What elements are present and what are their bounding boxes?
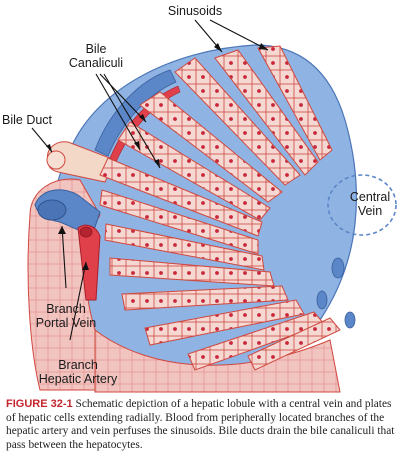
plate-9 [109, 257, 275, 287]
label-branch-hepatic-artery: Branch Hepatic Artery [24, 358, 132, 386]
plate-13 [247, 317, 341, 371]
label-bile-canaliculi-line1: Bile [85, 42, 107, 56]
label-central-vein: Central Vein [344, 190, 396, 218]
plate-2 [214, 49, 319, 176]
plate-1 [174, 57, 301, 186]
central-vein-outline [327, 174, 397, 236]
hepatic-artery [77, 224, 101, 301]
plate-4 [139, 91, 283, 203]
label-branch-hepatic-artery-line1: Branch [58, 358, 98, 372]
leader-hepatic-artery [69, 261, 87, 341]
figure-number: FIGURE 32-1 [6, 398, 73, 410]
label-branch-portal-vein-line2: Portal Vein [35, 316, 97, 330]
leader-canaliculi-a [99, 73, 147, 123]
leader-canaliculi-b [103, 73, 161, 169]
label-branch-hepatic-artery-line2: Hepatic Artery [38, 372, 118, 386]
hepatic-artery-lumen [79, 226, 93, 238]
figure-caption: FIGURE 32-1 Schematic depiction of a hep… [6, 398, 396, 452]
plate-5 [117, 121, 271, 221]
label-branch-portal-vein: Branch Portal Vein [18, 302, 114, 330]
leader-sinusoids-b [209, 19, 269, 51]
portal-vein-lumen [37, 199, 67, 221]
bile-duct-lumen [46, 150, 66, 170]
leader-arrowheads [46, 43, 268, 270]
label-branch-portal-vein-line1: Branch [46, 302, 86, 316]
vessel-drop-2 [316, 290, 328, 310]
plate-7 [99, 189, 259, 255]
caption-text: Schematic depiction of a hepatic lobule … [6, 398, 395, 451]
label-central-vein-line1: Central [349, 190, 391, 204]
plate-11 [144, 299, 305, 346]
plate-10 [121, 285, 289, 311]
label-sinusoids: Sinusoids [167, 4, 223, 18]
plate-8 [104, 223, 265, 271]
plate-6 [99, 157, 263, 237]
hepatocyte-plates [99, 45, 341, 371]
plate-12 [187, 311, 325, 371]
label-central-vein-line2: Vein [357, 204, 383, 218]
bottom-tissue-floor [94, 328, 341, 393]
portal-vein-branch-top [94, 69, 177, 157]
label-bile-duct: Bile Duct [2, 113, 53, 127]
plate-3 [257, 45, 333, 161]
vessel-drop-1 [331, 257, 345, 279]
label-bile-canaliculi: Bile Canaliculi [56, 42, 136, 70]
leader-canaliculi-c [95, 73, 141, 151]
leader-portal-vein [61, 225, 67, 289]
label-bile-canaliculi-line2: Canaliculi [68, 56, 124, 70]
hepatic-lobule-diagram [27, 19, 397, 393]
vessel-drop-3 [344, 311, 356, 329]
